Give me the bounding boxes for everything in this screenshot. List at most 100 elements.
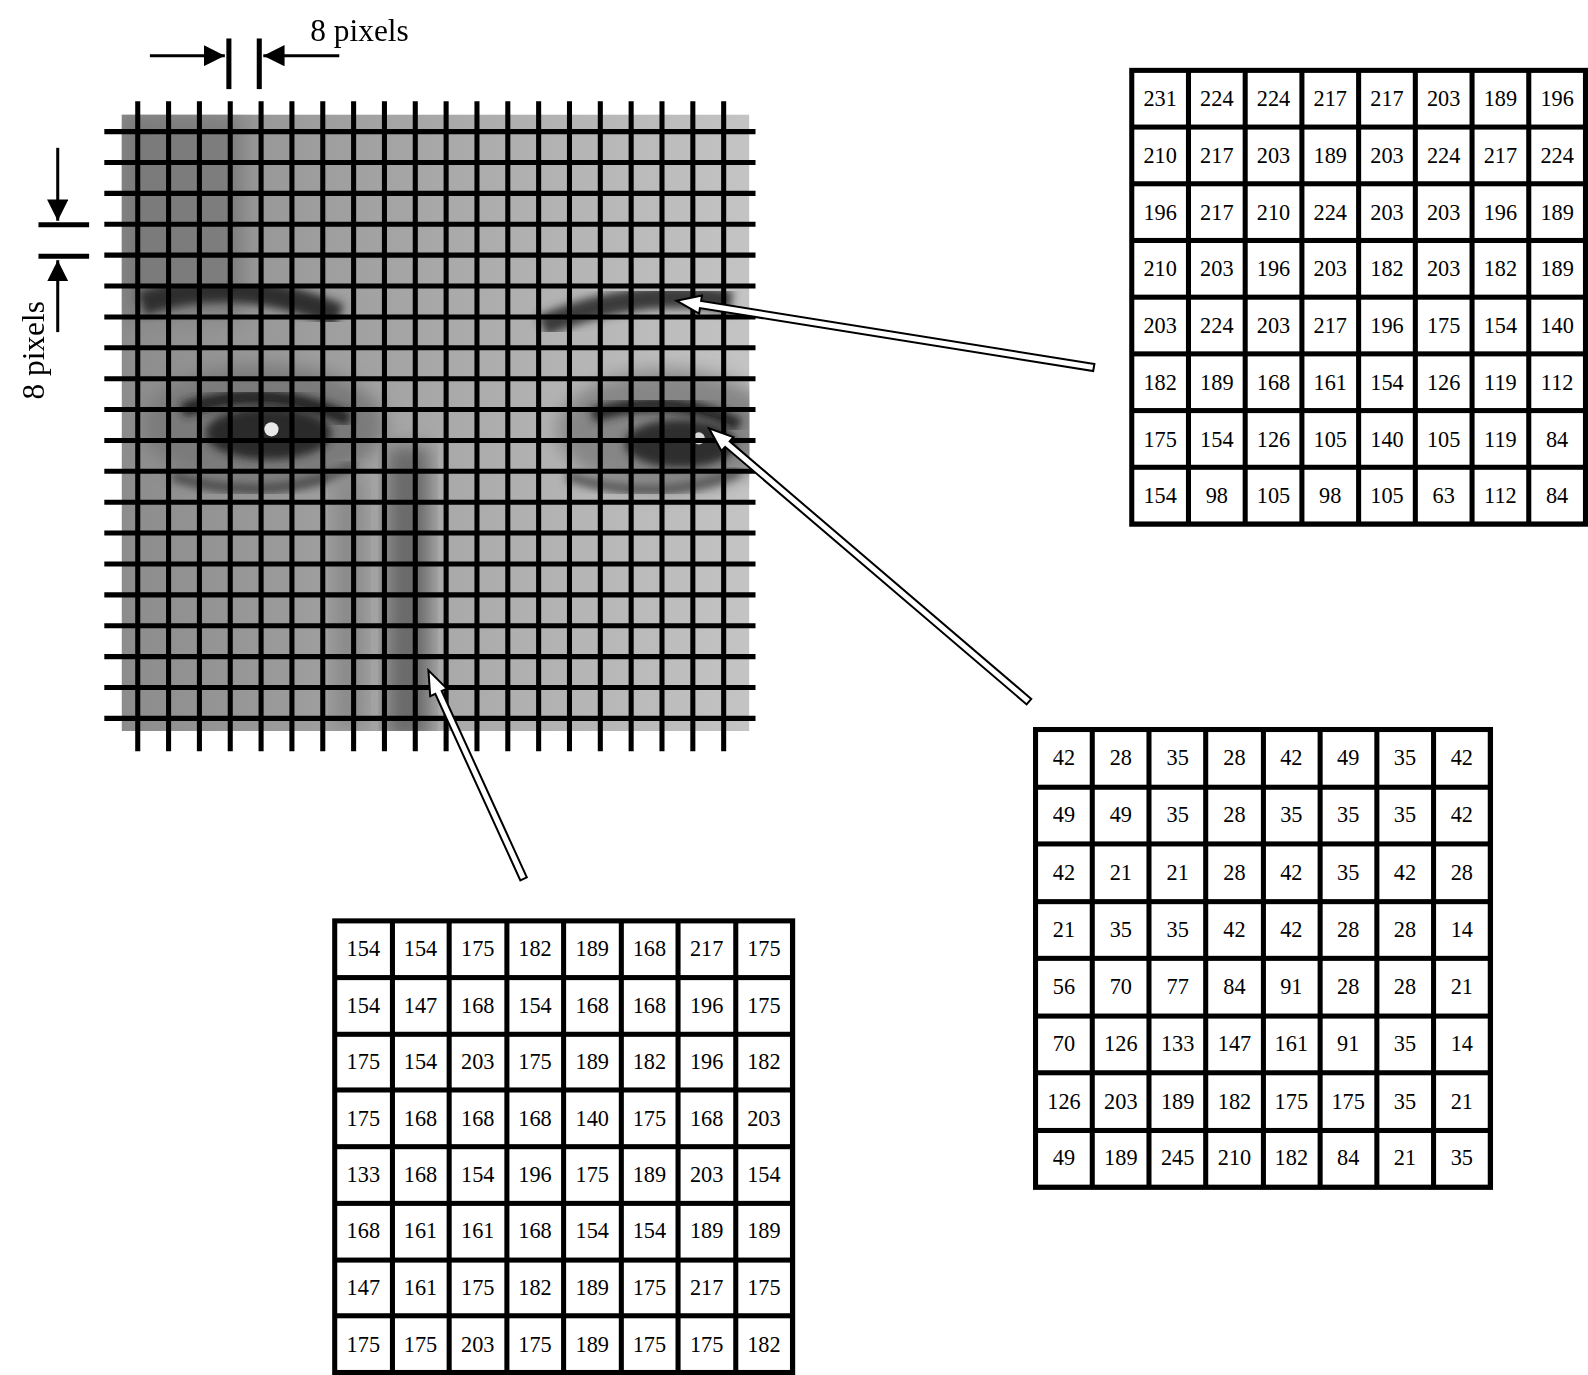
pixel-value: 42 bbox=[1280, 747, 1302, 769]
pixel-cell: 182 bbox=[738, 1319, 790, 1370]
block-grid bbox=[104, 101, 755, 751]
pixel-value: 224 bbox=[1200, 314, 1233, 336]
pixel-value: 35 bbox=[1337, 804, 1359, 826]
pixel-cell: 147 bbox=[394, 980, 446, 1031]
pixel-cell: 35 bbox=[1152, 732, 1204, 784]
pixel-value: 161 bbox=[404, 1220, 437, 1242]
pixel-cell: 35 bbox=[1152, 789, 1204, 841]
pixel-value: 154 bbox=[1484, 314, 1517, 336]
pixel-value: 35 bbox=[1110, 919, 1132, 941]
pixel-cell: 175 bbox=[1134, 413, 1186, 465]
pixel-value: 168 bbox=[576, 994, 609, 1016]
pixel-cell: 42 bbox=[1038, 846, 1090, 898]
pixel-cell: 189 bbox=[1191, 356, 1243, 408]
pixel-value: 154 bbox=[404, 1051, 437, 1073]
pixel-value: 189 bbox=[1161, 1090, 1194, 1112]
pixel-value: 168 bbox=[404, 1164, 437, 1186]
pixel-value: 203 bbox=[461, 1333, 494, 1355]
pixel-cell: 168 bbox=[394, 1093, 446, 1144]
pixel-value: 42 bbox=[1053, 861, 1075, 883]
pixel-cell: 35 bbox=[1152, 904, 1204, 956]
pixel-cell: 189 bbox=[566, 923, 618, 974]
pixel-cell: 203 bbox=[1418, 186, 1470, 238]
pixel-value: 35 bbox=[1394, 1090, 1416, 1112]
pixel-value: 168 bbox=[633, 938, 666, 960]
pixel-value: 154 bbox=[518, 994, 551, 1016]
pixel-value: 182 bbox=[518, 1277, 551, 1299]
pixel-cell: 21 bbox=[1152, 846, 1204, 898]
pixel-cell: 126 bbox=[1418, 356, 1470, 408]
pixel-value: 175 bbox=[461, 1277, 494, 1299]
pixel-value: 126 bbox=[1104, 1033, 1137, 1055]
pixel-cell: 196 bbox=[1134, 186, 1186, 238]
pixel-cell: 21 bbox=[1436, 1075, 1488, 1127]
pixel-cell: 217 bbox=[681, 923, 733, 974]
dimension-label: 8 pixels bbox=[18, 301, 49, 400]
pixel-cell: 189 bbox=[566, 1036, 618, 1087]
pixel-cell: 49 bbox=[1322, 732, 1374, 784]
pixel-value: 35 bbox=[1280, 804, 1302, 826]
pixel-value: 224 bbox=[1427, 144, 1460, 166]
pixel-value: 161 bbox=[1314, 371, 1347, 393]
pixel-cell: 224 bbox=[1304, 186, 1356, 238]
pixel-cell: 245 bbox=[1152, 1133, 1204, 1185]
pixel-cell: 175 bbox=[738, 923, 790, 974]
pixel-cell: 147 bbox=[1209, 1018, 1261, 1070]
pixel-cell: 35 bbox=[1265, 789, 1317, 841]
pixel-cell: 175 bbox=[566, 1149, 618, 1200]
pixel-value: 98 bbox=[1206, 484, 1228, 506]
pixel-cell: 217 bbox=[1191, 130, 1243, 182]
pixel-value: 224 bbox=[1257, 88, 1290, 110]
pixel-value: 133 bbox=[1161, 1033, 1194, 1055]
pixel-cell: 140 bbox=[1361, 413, 1413, 465]
pixel-cell: 133 bbox=[1152, 1018, 1204, 1070]
pixel-value: 196 bbox=[1540, 88, 1573, 110]
pixel-cell: 175 bbox=[452, 923, 504, 974]
face-photo bbox=[122, 114, 750, 731]
pixel-value: 224 bbox=[1314, 201, 1347, 223]
pixel-value: 203 bbox=[1370, 144, 1403, 166]
leader-arrow bbox=[677, 296, 1095, 372]
pixel-value: 35 bbox=[1451, 1147, 1473, 1169]
pixel-value: 168 bbox=[461, 994, 494, 1016]
pixel-cell: 112 bbox=[1531, 356, 1583, 408]
pixel-cell: 189 bbox=[566, 1262, 618, 1313]
pixel-value: 147 bbox=[347, 1277, 380, 1299]
pixel-value: 14 bbox=[1451, 1033, 1473, 1055]
pixel-cell: 84 bbox=[1209, 961, 1261, 1013]
pixel-value: 119 bbox=[1484, 371, 1517, 393]
pixel-cell: 28 bbox=[1379, 961, 1431, 1013]
pixel-cell: 189 bbox=[1304, 130, 1356, 182]
pixel-value: 28 bbox=[1223, 804, 1245, 826]
pixel-value: 210 bbox=[1143, 144, 1176, 166]
pixel-cell: 217 bbox=[1361, 73, 1413, 125]
pixel-value: 203 bbox=[1257, 314, 1290, 336]
pixel-value: 182 bbox=[1143, 371, 1176, 393]
pixel-value: 203 bbox=[1257, 144, 1290, 166]
pixel-value: 182 bbox=[1370, 258, 1403, 280]
pixel-cell: 196 bbox=[1475, 186, 1527, 238]
pixel-value: 175 bbox=[1427, 314, 1460, 336]
pixel-cell: 203 bbox=[1418, 243, 1470, 295]
pixel-value: 168 bbox=[633, 994, 666, 1016]
pixel-value: 196 bbox=[690, 1051, 723, 1073]
pixel-cell: 217 bbox=[1304, 300, 1356, 352]
pixel-value: 203 bbox=[1427, 258, 1460, 280]
pixel-value: 224 bbox=[1540, 144, 1573, 166]
pixel-cell: 161 bbox=[452, 1206, 504, 1257]
pixel-cell: 14 bbox=[1436, 904, 1488, 956]
pixel-value: 35 bbox=[1167, 747, 1189, 769]
pixel-cell: 161 bbox=[394, 1206, 446, 1257]
pixel-cell: 42 bbox=[1265, 904, 1317, 956]
pixel-value: 63 bbox=[1433, 484, 1455, 506]
pixel-value: 189 bbox=[576, 1277, 609, 1299]
pixel-cell: 154 bbox=[1191, 413, 1243, 465]
pixel-cell: 182 bbox=[1265, 1133, 1317, 1185]
pixel-cell: 98 bbox=[1191, 470, 1243, 522]
pixel-cell: 203 bbox=[1361, 130, 1413, 182]
pixel-cell: 175 bbox=[623, 1262, 675, 1313]
pixel-cell: 224 bbox=[1191, 300, 1243, 352]
pixel-value: 140 bbox=[576, 1107, 609, 1129]
pixel-value: 140 bbox=[1370, 428, 1403, 450]
pixel-value: 175 bbox=[633, 1107, 666, 1129]
